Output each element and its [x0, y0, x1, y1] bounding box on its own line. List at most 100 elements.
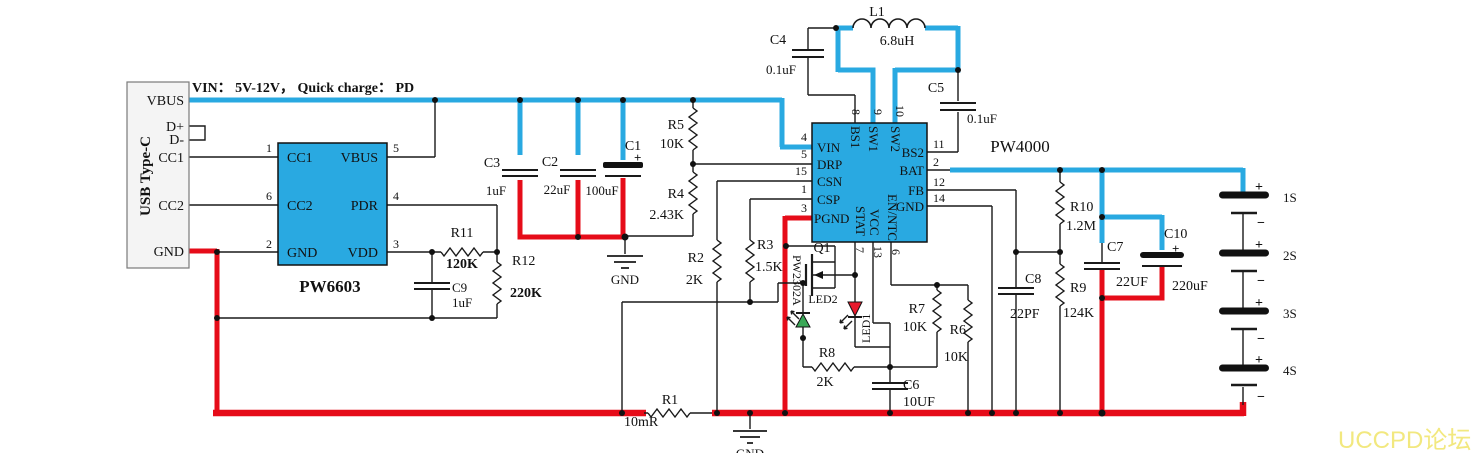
q1-gate-channel [804, 254, 814, 296]
usb-pin-dminus: D- [169, 133, 184, 148]
pw6603-num-3: 3 [393, 237, 399, 251]
pw6603-num-5: 5 [393, 141, 399, 155]
r9-ref: R9 [1070, 281, 1086, 296]
c3-val: 1uF [486, 183, 506, 198]
chip-pw4000: VIN DRP CSN CSP PGND BS2 BAT FB GND BS1 … [795, 105, 1050, 258]
pw4000-pin-vin: VIN [817, 140, 841, 155]
q1-part-number: PW2302A [790, 255, 804, 306]
c1-polarized-plate [603, 162, 643, 168]
r1-val: 10mR [624, 415, 659, 430]
battery-cell3-plus-plate [1219, 307, 1269, 315]
pw4000-num-8: 8 [849, 109, 863, 115]
battery-cell3-label: 3S [1283, 306, 1297, 321]
vbus-blue-wire [189, 25, 1246, 250]
pw6603-num-4: 4 [393, 189, 399, 203]
pw4000-num-11: 11 [933, 137, 945, 151]
r10-ref: R10 [1070, 200, 1093, 215]
r6-val: 10K [944, 350, 968, 365]
c6-val: 10UF [903, 395, 935, 410]
pw6603-pin-vbus: VBUS [341, 151, 378, 166]
pw6603-num-2: 2 [266, 237, 272, 251]
battery-plus-3: + [1255, 296, 1263, 311]
pw4000-pin-en-ntc: EN/NTC [885, 194, 900, 241]
gnd-label-rail: GND [736, 446, 764, 453]
vin-note: VIN： 5V-12V， Quick charge： PD [192, 81, 414, 96]
pw6603-pin-cc1: CC1 [287, 151, 313, 166]
inductor-l1-coil [852, 18, 926, 29]
pw6603-pin-gnd: GND [287, 246, 317, 261]
c1-ref: C1 [625, 139, 641, 154]
c4-ref: C4 [770, 33, 786, 48]
pw4000-num-13: 13 [871, 246, 885, 258]
battery-minus-plates [1231, 211, 1257, 387]
usb-connector-label: USB Type-C [138, 136, 154, 216]
gnd-label-c1: GND [611, 272, 639, 287]
battery-minus-4: − [1257, 390, 1265, 405]
r4-ref: R4 [668, 187, 684, 202]
battery-minus-1: − [1257, 216, 1265, 231]
r9-val: 124K [1063, 306, 1094, 321]
junction-dots [214, 25, 1106, 417]
r7-val: 10K [903, 320, 927, 335]
c8-ref: C8 [1025, 272, 1041, 287]
usb-pin-dplus: D+ [166, 120, 184, 135]
r4-val: 2.43K [649, 208, 684, 223]
q1-arrow [814, 271, 823, 279]
resistor-zigzags [440, 107, 1066, 419]
pw6603-num-6: 6 [266, 189, 272, 203]
pw6603-name: PW6603 [299, 277, 360, 296]
r5-val: 10K [660, 137, 684, 152]
pw4000-pin-bs2: BS2 [902, 145, 924, 160]
usb-connector-body [126, 81, 190, 269]
pw4000-num-2: 2 [933, 155, 939, 169]
pw4000-pin-drp: DRP [817, 157, 842, 172]
usb-pin-cc2: CC2 [158, 199, 184, 214]
r12-ref: R12 [512, 254, 535, 269]
pw4000-num-10: 10 [893, 105, 907, 117]
pw4000-num-12: 12 [933, 175, 945, 189]
r11-val: 120K [446, 257, 478, 272]
gnd-rail-red [213, 402, 1247, 417]
battery-stack: + − + − + − + − 1S 2S 3S 4S [1219, 180, 1297, 405]
c5-val: 0.1uF [967, 111, 997, 126]
battery-cell2-label: 2S [1283, 248, 1297, 263]
r12-val: 220K [510, 286, 542, 301]
r10-val: 1.2M [1066, 219, 1097, 234]
r3-val: 1.5K [755, 260, 783, 275]
chip-pw6603: CC1 CC2 GND VBUS PDR VDD 1 6 2 5 4 3 PW6… [266, 141, 399, 296]
pw4000-pin-gnd: GND [896, 199, 924, 214]
usb-pin-vbus: VBUS [147, 94, 184, 109]
c9-ref: C9 [452, 280, 467, 295]
pw4000-num-1: 1 [801, 182, 807, 196]
pw4000-num-6: 6 [889, 249, 903, 255]
l1-ref: L1 [869, 5, 885, 20]
q1-ref: Q1 [813, 241, 830, 256]
r6-ref: R6 [950, 323, 966, 338]
c9-val: 1uF [452, 295, 472, 310]
pw4000-num-4: 4 [801, 130, 807, 144]
c10-ref: C10 [1164, 227, 1187, 242]
r2-ref: R2 [688, 251, 704, 266]
r3-ref: R3 [757, 238, 773, 253]
led1-red: LED1 [839, 301, 873, 343]
pw4000-pin-sw1: SW1 [866, 126, 881, 152]
c6-ref: C6 [903, 378, 919, 393]
c7-val: 22UF [1116, 275, 1148, 290]
battery-plus-1: + [1255, 180, 1263, 195]
usb-connector: USB Type-C VBUS D+ D- CC1 CC2 GND [126, 81, 190, 269]
c10-plus: + [1172, 241, 1179, 256]
c2-val: 22uF [544, 182, 571, 197]
led2-green: LED2 [786, 292, 838, 328]
ground-symbols [607, 255, 767, 444]
pw4000-pin-csn: CSN [817, 174, 843, 189]
r7-ref: R7 [909, 302, 925, 317]
pw4000-pin-pgnd: PGND [814, 211, 849, 226]
c7-ref: C7 [1107, 240, 1123, 255]
c3-ref: C3 [484, 156, 500, 171]
led1-emission-arrows [839, 314, 853, 330]
battery-minus-2: − [1257, 274, 1265, 289]
pw4000-num-15: 15 [795, 164, 807, 178]
pw6603-body [277, 142, 388, 266]
